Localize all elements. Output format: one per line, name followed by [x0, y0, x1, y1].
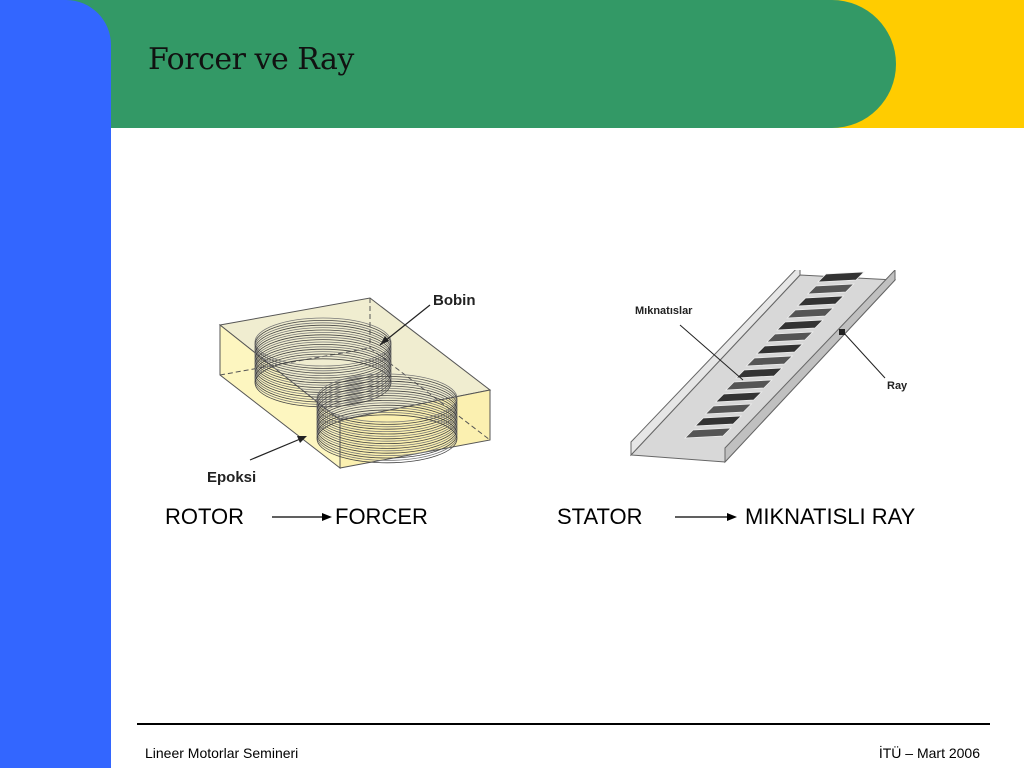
- magnetic-rail-illustration: Mıknatıslar Ray: [629, 270, 908, 464]
- ray-pointer-dot: [839, 329, 845, 335]
- magnet-segment: [755, 343, 804, 355]
- slide-title: Forcer ve Ray: [148, 42, 354, 77]
- forcer-illustration: Bobin Epoksi: [207, 292, 492, 486]
- epoksi-label: Epoksi: [207, 469, 256, 486]
- coil-left-winding: [254, 317, 392, 408]
- ray-label: Ray: [887, 380, 908, 392]
- stator-to-rail-arrow: [675, 513, 737, 521]
- magnet-segment: [796, 295, 845, 307]
- magnet-segment: [683, 427, 733, 439]
- magnet-segment: [694, 415, 743, 427]
- rail-left-wall: [630, 270, 801, 457]
- magnet-segment: [745, 355, 794, 367]
- rail-right-wall: [724, 270, 896, 464]
- footer-left-text: Lineer Motorlar Semineri: [145, 745, 299, 761]
- coil-right-winding: [316, 373, 458, 464]
- rotor-caption: ROTOR: [165, 504, 245, 529]
- hidden-edge: [219, 347, 371, 376]
- magnet-segment: [724, 379, 773, 391]
- coil-turn: [254, 358, 392, 408]
- magnet-segment: [786, 307, 835, 319]
- magnets-leader-line: [679, 324, 744, 381]
- forcer-caption: FORCER: [335, 504, 428, 529]
- magnetic-rail-caption: MIKNATISLI RAY: [745, 504, 916, 529]
- magnet-row: [683, 271, 866, 439]
- bobin-leader-line: [379, 304, 431, 346]
- ray-leader-line: [842, 331, 886, 379]
- bobin-label: Bobin: [433, 292, 476, 309]
- footer-divider: [137, 723, 990, 725]
- rotor-to-forcer-arrow: [272, 513, 332, 521]
- footer-right-text: İTÜ – Mart 2006: [878, 745, 980, 761]
- magnet-segment: [704, 403, 753, 415]
- magnet-segment: [765, 331, 814, 343]
- magnet-segment: [806, 283, 855, 295]
- epoksi-arrow-head: [297, 436, 307, 443]
- magnet-segment: [816, 271, 866, 283]
- bobin-arrow-head: [380, 336, 389, 345]
- magnet-segment: [714, 391, 763, 403]
- green-header-band: [60, 0, 896, 128]
- magnet-segment: [735, 367, 784, 379]
- coil-turn: [316, 414, 458, 464]
- epoksi-leader-line: [249, 436, 306, 461]
- blue-side-band: [0, 0, 111, 768]
- magnet-segment: [776, 319, 825, 331]
- stator-caption: STATOR: [557, 504, 643, 529]
- magnets-label: Mıknatıslar: [635, 305, 693, 317]
